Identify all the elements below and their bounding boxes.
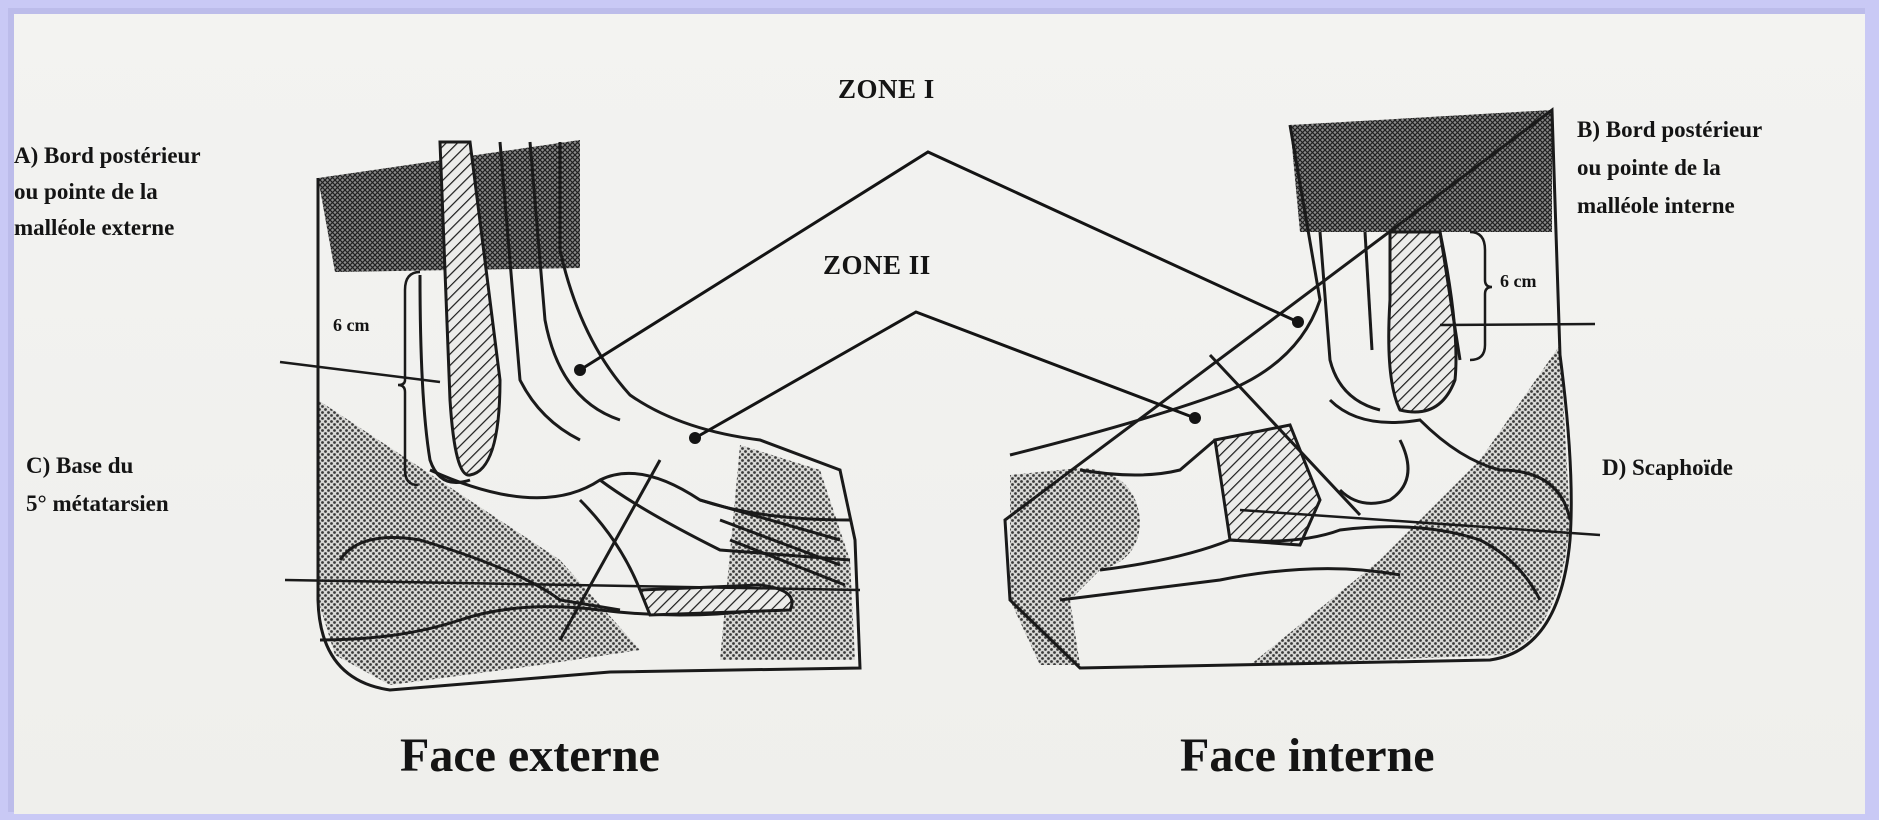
zone1-label: ZONE I: [838, 74, 935, 105]
caption-face-interne: Face interne: [1180, 740, 1435, 771]
label-b-line1: B) Bord postérieur: [1577, 114, 1762, 145]
right-ref-line-top: [1440, 324, 1595, 325]
right-bracket: [1470, 232, 1492, 360]
right-tibia: [1389, 232, 1456, 412]
right-scaphoid: [1215, 425, 1320, 545]
label-b-line2: ou pointe de la: [1577, 152, 1721, 183]
left-ref-line-top: [280, 362, 440, 382]
label-a-line2: ou pointe de la: [14, 176, 158, 207]
pointer-dots: [574, 316, 1304, 444]
measure-6cm-left: 6 cm: [333, 310, 369, 341]
zone1-pointer: [580, 152, 1298, 370]
left-foot: [280, 140, 860, 690]
label-a-line3: malléole externe: [14, 212, 174, 243]
measure-6cm-right: 6 cm: [1500, 266, 1536, 297]
zone2-label: ZONE II: [823, 250, 931, 281]
label-c-line2: 5° métatarsien: [26, 488, 169, 519]
label-a-line1: A) Bord postérieur: [14, 140, 201, 171]
label-c-line1: C) Base du: [26, 450, 133, 481]
zone2-pointer: [695, 312, 1195, 438]
label-d: D) Scaphoïde: [1602, 452, 1733, 483]
right-leg-band: [1290, 110, 1552, 232]
label-b-line3: malléole interne: [1577, 190, 1735, 221]
zone-pointers: [580, 152, 1298, 438]
caption-face-externe: Face externe: [400, 740, 660, 771]
right-foot: [1005, 110, 1600, 668]
